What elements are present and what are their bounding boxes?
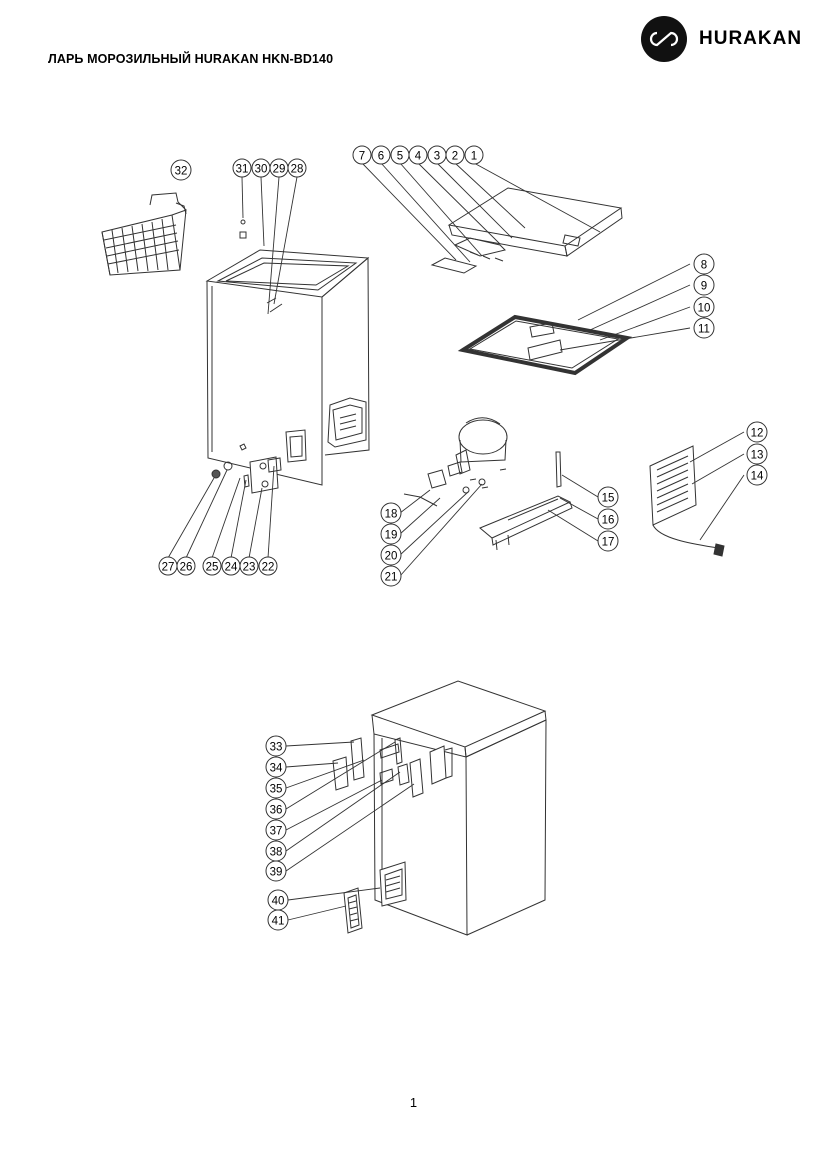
callout-16: 16 — [597, 508, 619, 530]
callout-label-34: 34 — [270, 763, 283, 775]
callout-label-40: 40 — [272, 896, 285, 908]
callout-24: 24 — [221, 556, 241, 576]
callout-15: 15 — [597, 486, 619, 508]
bottom-parts-drawing — [211, 456, 282, 494]
callout-31: 31 — [232, 158, 252, 178]
callout-label-29: 29 — [273, 164, 286, 176]
callout-26: 26 — [176, 556, 196, 576]
callout-label-32: 32 — [175, 166, 188, 178]
callout-38: 38 — [265, 840, 287, 862]
hurakan-logo-icon — [641, 16, 687, 62]
callout-14: 14 — [746, 464, 768, 486]
callout-13: 13 — [746, 443, 768, 465]
callout-label-30: 30 — [255, 164, 268, 176]
callout-5: 5 — [390, 145, 410, 165]
callout-label-11: 11 — [698, 324, 710, 336]
callout-33: 33 — [265, 735, 287, 757]
callout-2: 2 — [445, 145, 465, 165]
page-number: 1 — [409, 1095, 418, 1110]
lid-drawing — [430, 187, 623, 274]
part-callouts: 1 2 3 4 5 6 7 8 9 10 11 12 13 14 15 16 1… — [158, 145, 768, 931]
callout-25: 25 — [202, 556, 222, 576]
callout-3: 3 — [427, 145, 447, 165]
callout-label-26: 26 — [180, 562, 193, 574]
callout-28: 28 — [287, 158, 307, 178]
callout-label-37: 37 — [270, 826, 283, 838]
callout-22: 22 — [258, 556, 278, 576]
callout-label-22: 22 — [262, 562, 275, 574]
callout-4: 4 — [408, 145, 428, 165]
callout-label-16: 16 — [602, 515, 615, 527]
callout-label-18: 18 — [385, 509, 398, 521]
callout-label-38: 38 — [270, 847, 283, 859]
callout-32: 32 — [170, 159, 192, 181]
callout-label-31: 31 — [236, 164, 249, 176]
callout-40: 40 — [267, 889, 289, 911]
callout-label-9: 9 — [701, 281, 707, 293]
callout-label-35: 35 — [270, 784, 283, 796]
callout-label-17: 17 — [602, 537, 615, 549]
callout-17: 17 — [597, 530, 619, 552]
callout-29: 29 — [269, 158, 289, 178]
callout-label-5: 5 — [397, 151, 403, 163]
callout-label-13: 13 — [751, 450, 764, 462]
gasket-drawing — [457, 314, 633, 376]
callout-9: 9 — [693, 274, 715, 296]
callout-36: 36 — [265, 798, 287, 820]
cabinet-drawing — [205, 219, 370, 486]
callout-label-25: 25 — [206, 562, 219, 574]
callout-41: 41 — [267, 909, 289, 931]
brand-name: HURAKAN — [699, 28, 803, 49]
callout-6: 6 — [371, 145, 391, 165]
brand-logo: HURAKAN — [641, 16, 802, 62]
callout-label-14: 14 — [751, 471, 764, 483]
callout-19: 19 — [380, 523, 402, 545]
callout-label-15: 15 — [602, 493, 615, 505]
callout-label-1: 1 — [471, 151, 477, 163]
callout-39: 39 — [265, 860, 287, 882]
callout-35: 35 — [265, 777, 287, 799]
callout-8: 8 — [693, 253, 715, 275]
callout-label-23: 23 — [243, 562, 256, 574]
callout-label-33: 33 — [270, 742, 283, 754]
callout-20: 20 — [380, 544, 402, 566]
callout-label-36: 36 — [270, 805, 283, 817]
document-title: ЛАРЬ МОРОЗИЛЬНЫЙ HURAKAN HKN-BD140 — [48, 52, 334, 66]
callout-label-24: 24 — [225, 562, 238, 574]
callout-18: 18 — [380, 502, 402, 524]
back-cover-drawing — [649, 445, 725, 557]
assembly-view-drawing — [332, 680, 547, 936]
callout-label-28: 28 — [291, 164, 304, 176]
callout-1: 1 — [464, 145, 484, 165]
callout-37: 37 — [265, 819, 287, 841]
callout-label-41: 41 — [272, 916, 285, 928]
callout-label-8: 8 — [701, 260, 707, 272]
callout-23: 23 — [239, 556, 259, 576]
callout-34: 34 — [265, 756, 287, 778]
callout-21: 21 — [380, 565, 402, 587]
compressor-drawing — [403, 417, 573, 551]
callout-label-20: 20 — [385, 551, 398, 563]
callout-label-3: 3 — [434, 151, 440, 163]
callout-label-19: 19 — [385, 530, 398, 542]
callout-27: 27 — [158, 556, 178, 576]
callout-label-39: 39 — [270, 867, 283, 879]
callout-10: 10 — [693, 296, 715, 318]
callout-label-27: 27 — [162, 562, 175, 574]
callout-11: 11 — [693, 317, 715, 339]
callout-7: 7 — [352, 145, 372, 165]
leader-lines — [167, 162, 745, 921]
callout-label-7: 7 — [359, 151, 365, 163]
callout-label-12: 12 — [751, 428, 764, 440]
basket-drawing — [101, 192, 187, 276]
callout-30: 30 — [251, 158, 271, 178]
callout-label-10: 10 — [698, 303, 711, 315]
callout-label-21: 21 — [385, 572, 398, 584]
callout-label-2: 2 — [452, 151, 458, 163]
callout-label-4: 4 — [415, 151, 422, 163]
callout-12: 12 — [746, 421, 768, 443]
callout-label-6: 6 — [378, 151, 384, 163]
